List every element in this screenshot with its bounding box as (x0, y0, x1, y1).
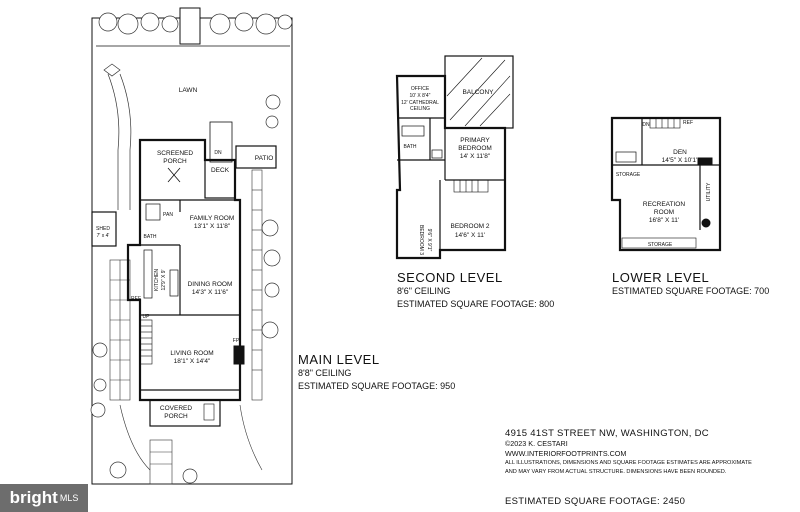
bedroom3-label: BEDROOM 3 (418, 225, 424, 255)
den-dimensions: 14'5" X 10'1" (662, 157, 699, 164)
rear-structures (139, 121, 277, 200)
ceiling-fan-icon (167, 167, 181, 183)
main-level-labels: LAWN SCREENED PORCH DECK PATIO SHED 7' x… (96, 87, 273, 420)
website-line: WWW.INTERIORFOOTPRINTS.COM (505, 449, 627, 458)
bedroom3-dimensions: 9'6" X 9'1" (426, 229, 432, 252)
shed-dimensions: 7' x 4' (97, 233, 110, 239)
screened-porch-label-1: SCREENED (157, 150, 193, 157)
bedroom2-label: BEDROOM 2 (450, 223, 489, 230)
covered-porch-outline (149, 399, 221, 427)
lower-stairs-down-label: DN (642, 122, 650, 128)
patio-label: PATIO (255, 155, 274, 162)
lower-level-sqft: ESTIMATED SQUARE FOOTAGE: 700 (612, 286, 770, 296)
disclaimer-line-1: ALL ILLUSTRATIONS, DIMENSIONS AND SQUARE… (505, 460, 752, 466)
refrigerator-label: REF (131, 296, 141, 302)
interior-walls (140, 199, 240, 391)
office-ceiling-note-2: CEILING (410, 106, 430, 112)
brightmls-watermark: bright MLS (0, 484, 88, 512)
info-block: 4915 41ST STREET NW, WASHINGTON, DC ©202… (505, 428, 795, 477)
lower-level-walls (610, 116, 722, 252)
dining-room-label: DINING ROOM (188, 281, 233, 288)
lawn-label: LAWN (179, 87, 198, 94)
lower-level-caption: LOWER LEVEL ESTIMATED SQUARE FOOTAGE: 70… (612, 270, 769, 298)
recreation-room-label-1: RECREATION (643, 201, 685, 208)
deck-stairs-down-label: DN (214, 150, 222, 156)
office-dimensions: 10' X 8'4" (410, 93, 431, 99)
watermark-suffix: MLS (59, 493, 79, 503)
primary-bedroom-label-2: BEDROOM (458, 145, 492, 152)
living-room-dimensions: 18'1" X 14'4" (174, 358, 211, 365)
main-level-title: MAIN LEVEL (298, 352, 380, 367)
watermark-brand: bright (9, 488, 58, 507)
total-square-footage: ESTIMATED SQUARE FOOTAGE: 2450 (505, 496, 686, 507)
second-level-plan (395, 55, 514, 260)
stone-path-right (251, 169, 263, 401)
covered-porch-label-1: COVERED (160, 405, 192, 412)
family-room-dimensions: 13'1" X 11'8" (194, 223, 231, 230)
primary-bedroom-label-1: PRIMARY (460, 137, 490, 144)
den-label: DEN (673, 149, 687, 156)
office-label: OFFICE (411, 86, 430, 92)
screened-porch-label-2: PORCH (163, 158, 187, 165)
stone-path-left (109, 259, 131, 401)
kitchen-label: KITCHEN (154, 269, 160, 291)
shed-outline (91, 211, 117, 247)
lower-level-stairs (649, 117, 681, 129)
bedroom2-dimensions: 14'6" X 11' (455, 232, 485, 239)
primary-bedroom-dimensions: 14' X 11'8" (460, 153, 491, 160)
shed-label: SHED (96, 226, 110, 232)
storage-label-2: STORAGE (648, 242, 673, 248)
fireplace-label: FP (233, 338, 240, 344)
utility-label: UTILITY (706, 182, 712, 201)
side-walkway (103, 63, 132, 210)
property-address: 4915 41ST STREET NW, WASHINGTON, DC (505, 428, 709, 439)
main-stairs (139, 319, 153, 365)
second-level-ceiling: 8'6" CEILING (397, 286, 451, 296)
fireplace-icon (233, 345, 245, 365)
back-gate (179, 7, 201, 45)
second-level-sqft: ESTIMATED SQUARE FOOTAGE: 800 (397, 299, 555, 309)
second-level-title: SECOND LEVEL (397, 270, 503, 285)
recreation-room-label-2: ROOM (654, 209, 674, 216)
lower-level-plan (610, 116, 722, 252)
main-level-sqft: ESTIMATED SQUARE FOOTAGE: 950 (298, 381, 456, 391)
hedge-row (98, 12, 293, 35)
kitchen-counters (143, 203, 179, 299)
main-level-ceiling: 8'8" CEILING (298, 368, 352, 378)
balcony-outline (444, 55, 514, 129)
lower-level-title: LOWER LEVEL (612, 270, 710, 285)
storage-label-1: STORAGE (616, 172, 641, 178)
main-level-caption: MAIN LEVEL 8'8" CEILING ESTIMATED SQUARE… (298, 352, 455, 393)
disclaimer-line-2: AND MAY VARY FROM ACTUAL STRUCTURE. DIME… (505, 469, 727, 475)
lower-level-labels: DEN 14'5" X 10'1" RECREATION ROOM 16'8" … (616, 120, 712, 248)
living-room-label: LIVING ROOM (170, 350, 213, 357)
kitchen-dimensions: 12'9" X 9' (161, 269, 167, 290)
copyright-line: ©2023 K. CESTARI (505, 439, 568, 448)
second-level-stairs (453, 179, 489, 193)
second-level-labels: OFFICE 10' X 8'4" 12' CATHEDRAL CEILING … (401, 86, 494, 255)
recreation-room-dimensions: 16'8" X 11' (649, 217, 679, 224)
deck-label: DECK (211, 167, 230, 174)
covered-porch-label-2: PORCH (164, 413, 188, 420)
office-ceiling-note-1: 12' CATHEDRAL (401, 100, 439, 106)
balcony-label: BALCONY (462, 89, 494, 96)
dining-room-dimensions: 14'3" X 11'6" (192, 289, 229, 296)
bath-label: BATH (144, 234, 157, 240)
main-level-site (90, 7, 293, 485)
lower-ref-label: REF (683, 120, 693, 126)
garden-shrubs (90, 94, 281, 484)
front-walkway (119, 404, 263, 485)
second-level-caption: SECOND LEVEL 8'6" CEILING ESTIMATED SQUA… (397, 270, 554, 311)
family-room-label: FAMILY ROOM (190, 215, 235, 222)
stairs-up-label: UP (143, 314, 151, 320)
balcony-hatch (446, 57, 511, 127)
second-bath-label: BATH (404, 144, 417, 150)
pantry-label: PAN (163, 212, 173, 218)
